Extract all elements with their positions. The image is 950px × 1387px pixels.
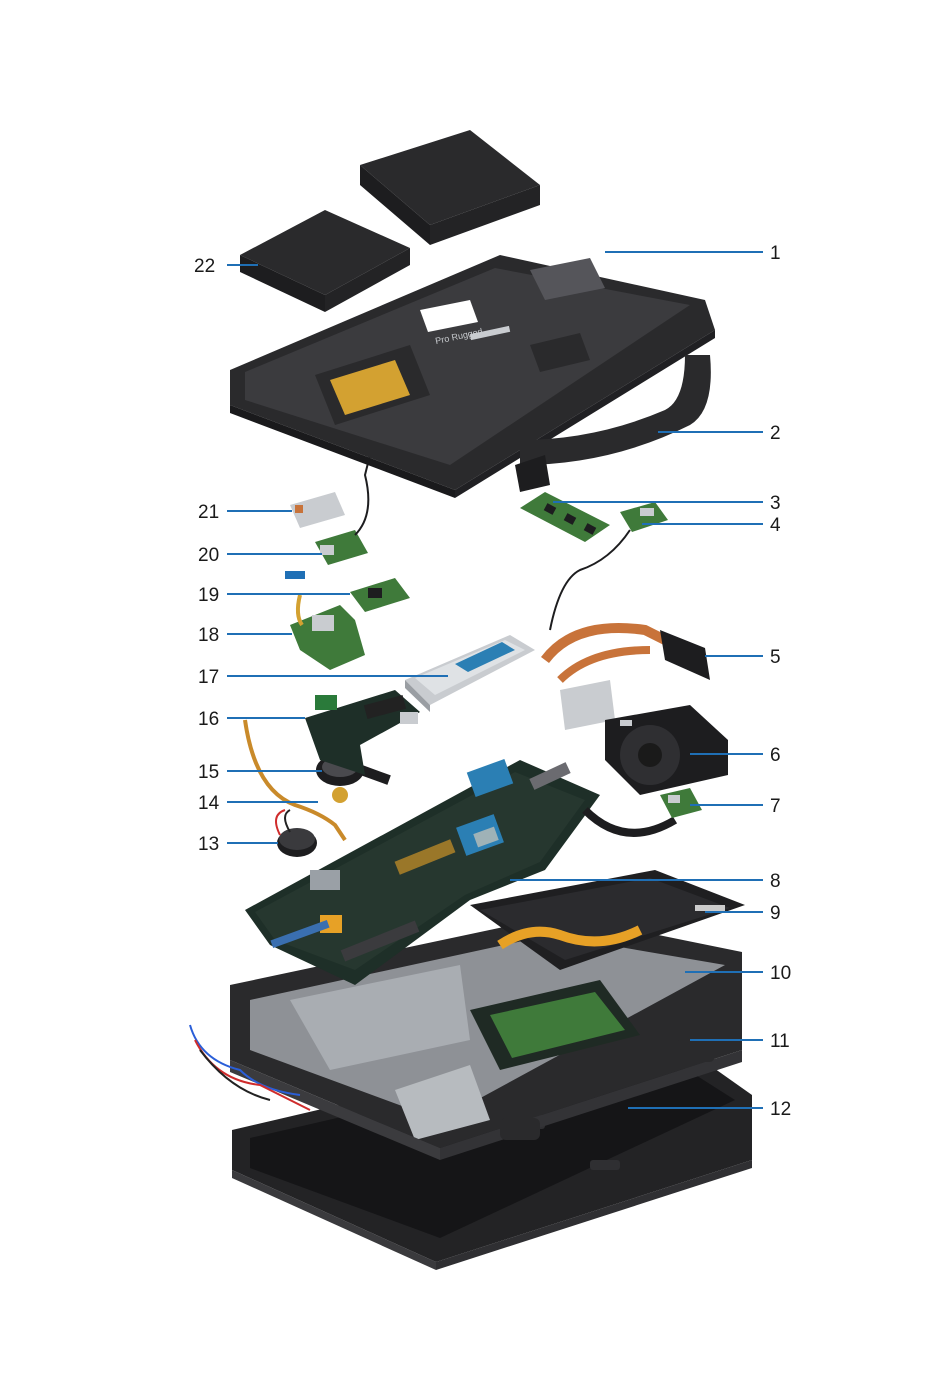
wlan-card (290, 492, 345, 528)
callout-4: 4 (770, 515, 781, 536)
coin-cell-battery (276, 810, 317, 857)
callout-5: 5 (770, 647, 781, 668)
callout-11: 11 (770, 1031, 790, 1052)
callout-14: 14 (198, 793, 220, 814)
callout-8: 8 (770, 871, 781, 892)
memory-module (520, 492, 610, 542)
solid-state-drive (405, 635, 535, 712)
callout-12: 12 (770, 1099, 791, 1120)
callout-17: 17 (198, 667, 219, 688)
callout-21: 21 (198, 502, 219, 523)
callout-6: 6 (770, 745, 781, 766)
board-7 (585, 788, 702, 833)
callout-15: 15 (198, 762, 219, 783)
fan (605, 705, 728, 795)
callout-1: 1 (770, 243, 781, 264)
callout-2: 2 (770, 423, 781, 444)
board-18 (290, 595, 365, 670)
callout-20: 20 (198, 545, 219, 566)
callout-10: 10 (770, 963, 791, 984)
callout-19: 19 (198, 585, 219, 606)
callout-13: 13 (198, 834, 219, 855)
callout-16: 16 (198, 709, 219, 730)
callout-22: 22 (194, 256, 215, 277)
callout-3: 3 (770, 493, 781, 514)
callout-18: 18 (198, 625, 219, 646)
callout-7: 7 (770, 796, 781, 817)
callout-9: 9 (770, 903, 781, 924)
